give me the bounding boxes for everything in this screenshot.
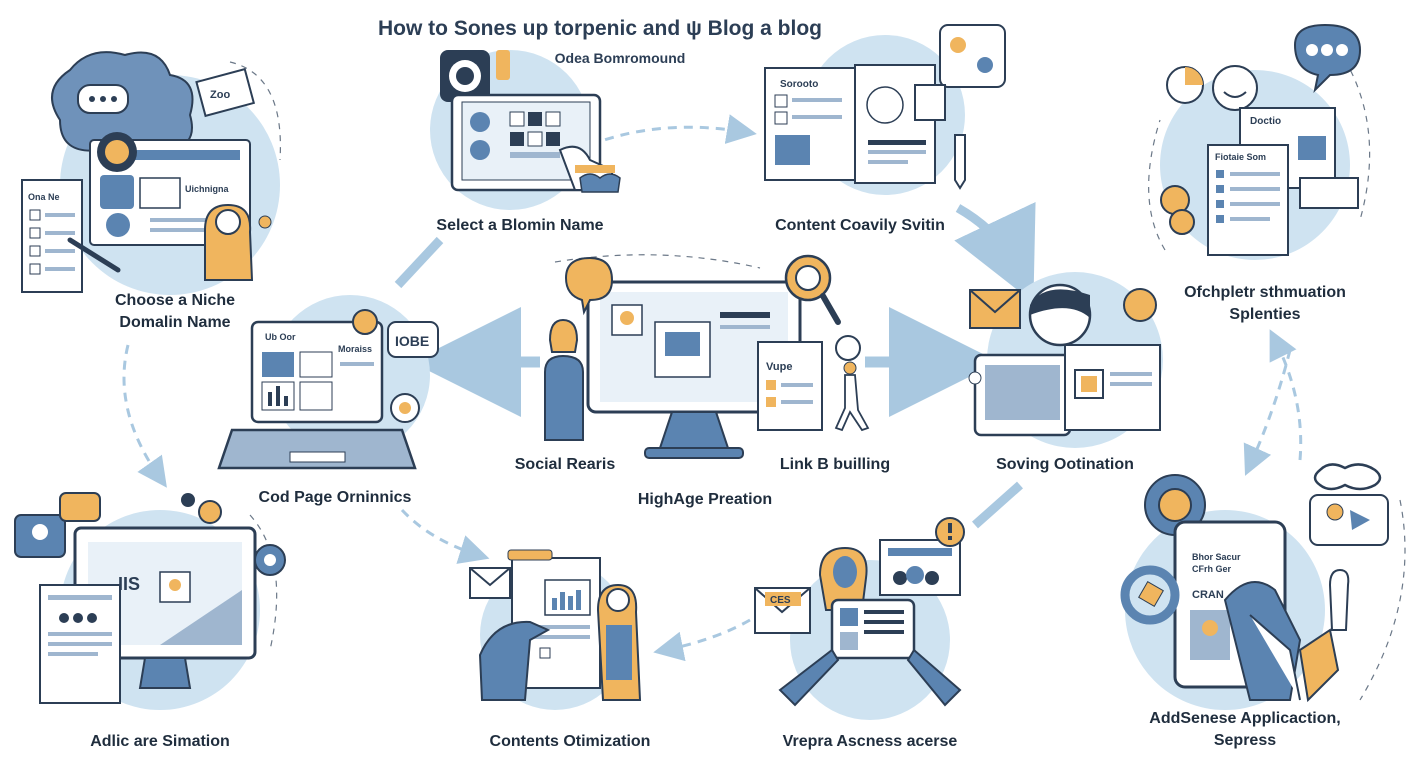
- soving-lightbulb-icon: [1123, 288, 1157, 322]
- contents-pointing-hand: [478, 620, 551, 701]
- adsense-link-chain-icon: [1313, 463, 1382, 491]
- node-choose-niche: Uichnigna Ona Ne Zoo: [21, 51, 280, 295]
- content-doc-header: Sorooto: [780, 79, 818, 90]
- node-cod-page: Ub Oor Moraiss IOBE: [217, 295, 439, 470]
- label-cod-page: Cod Page Orninnics: [220, 487, 450, 509]
- label-content-creation: Content Coavily Svitin: [740, 215, 980, 237]
- label-contents-optimization-line-1: Contents Otimization: [489, 733, 651, 750]
- binoculars-icon: [579, 173, 621, 193]
- arrow-soving-to-vrep: [972, 481, 1023, 529]
- chat-bubble-icon: [1293, 23, 1362, 94]
- user-badge-icon: [835, 335, 861, 361]
- label-social-line-1: Social Rearis: [514, 456, 616, 473]
- hammer-bubble-icon: [564, 256, 614, 316]
- arrow-domain-to-content: [589, 114, 757, 147]
- smile-bubble-icon: [1212, 65, 1258, 111]
- diagram-title: How to Sones up torpenic and ψ Blog a bl…: [378, 17, 822, 40]
- adsense-chat-card: [1309, 494, 1389, 546]
- node-vreprar: CES: [754, 517, 965, 720]
- niche-checklist: [21, 179, 83, 293]
- label-choose-niche-line-1: Choose a Niche: [114, 292, 236, 309]
- node-center-hub: Vupe: [544, 254, 870, 459]
- io-bubble: [387, 321, 439, 358]
- label-select-domain: Select a Blomin Name: [400, 215, 640, 237]
- adsense-receipt-icon: [1298, 628, 1340, 703]
- center-monitor-stand: [658, 411, 730, 449]
- label-social: Social Rearis: [480, 454, 650, 476]
- center-panel-text: Vupe: [766, 361, 793, 373]
- label-vreprar-line-1: Vrepra Ascness acerse: [782, 733, 958, 750]
- node-soving: [968, 272, 1163, 448]
- adsense-person-figure: [1328, 568, 1350, 631]
- adsense-arrow-ring-icon: [1120, 565, 1180, 625]
- arrow-niche-to-adlic: [122, 344, 167, 488]
- orange-dot-icon: [258, 215, 272, 229]
- label-vreprar: Vrepra Ascness acerse: [740, 731, 1000, 753]
- label-content-creation-line-1: Content Coavily Svitin: [775, 217, 945, 234]
- connectors: [122, 114, 1303, 662]
- arrow-cod-to-contents: [400, 508, 490, 564]
- pencil-icon: [954, 134, 966, 190]
- label-high-age: HighAge Preation: [590, 489, 820, 511]
- laptop-right-text: Moraiss: [338, 344, 372, 354]
- label-link-building-line-1: Link B builling: [779, 456, 891, 473]
- niche-note-text: Zoo: [210, 89, 230, 101]
- vrep-hands: [778, 648, 962, 707]
- adsense-tablet-text-2: CFrh Ger: [1192, 564, 1232, 574]
- niche-list-text: Ona Ne: [28, 192, 60, 202]
- adlic-monitor-stand: [138, 657, 192, 689]
- label-adsense-line-2: Sepress: [1213, 732, 1277, 749]
- label-soving-line-1: Soving Ootination: [996, 456, 1134, 473]
- walking-person-figure: [834, 374, 870, 432]
- content-document-front: [854, 64, 936, 184]
- label-adlic-line-1: Adlic are Simation: [90, 733, 230, 750]
- bubble-text: IOBE: [395, 333, 429, 349]
- content-lock-app: [939, 24, 1006, 88]
- laptop-left-text: Ub Oor: [265, 332, 296, 342]
- label-link-building: Link B builling: [740, 454, 930, 476]
- laptop-keyboard: [217, 428, 417, 470]
- node-content-creation: Sorooto: [764, 24, 1006, 195]
- diagram-subtitle: Odea Bomromound: [554, 50, 686, 66]
- label-ofchplet: Ofchpletr sthmuation Splenties: [1150, 282, 1380, 326]
- label-ofchplet-line-2: Splenties: [1229, 306, 1301, 323]
- label-adsense-line-1: AddSenese Applicaction,: [1149, 710, 1341, 727]
- adsense-tablet-text-1: Bhor Sacur: [1192, 552, 1241, 562]
- arrow-content-to-soving: [954, 201, 1036, 303]
- label-select-domain-line-1: Select a Blomin Name: [436, 217, 604, 234]
- label-ofchplet-line-1: Ofchpletr sthmuation: [1184, 284, 1346, 301]
- lock-badge-icon: [352, 309, 378, 335]
- arrow-ofch-to-adsense: [1243, 349, 1292, 476]
- adsense-tablet-text-3: CRAN: [1192, 589, 1224, 601]
- pen-icon: [67, 237, 121, 273]
- niche-screen-text: Uichnigna: [185, 184, 229, 194]
- ofch-doc-header: Doctio: [1250, 116, 1281, 127]
- label-contents-optimization: Contents Otimization: [450, 731, 690, 753]
- label-choose-niche: Choose a Niche Domalin Name: [70, 290, 280, 334]
- adlic-badge-text: IIS: [118, 574, 140, 594]
- bulb-person-figure: [548, 318, 579, 353]
- label-cod-page-line-1: Cod Page Orninnics: [258, 489, 412, 506]
- node-contents-optimization: [469, 549, 642, 710]
- label-adsense: AddSenese Applicaction, Sepress: [1110, 708, 1380, 752]
- node-adlic: IIS: [14, 492, 286, 710]
- node-select-domain: [430, 50, 621, 210]
- arrow-to-niche: [394, 236, 444, 289]
- label-high-age-line-1: HighAge Preation: [637, 491, 773, 508]
- node-adsense: Bhor Sacur CFrh Ger CRAN: [1120, 463, 1389, 710]
- ofch-form-header: Fiotaie Som: [1215, 152, 1266, 162]
- vrep-envelope-text: CES: [770, 595, 791, 606]
- label-adlic: Adlic are Simation: [45, 731, 275, 753]
- adlic-tag-icon: [59, 492, 101, 522]
- arrow-vrep-to-contents: [653, 618, 751, 662]
- label-soving: Soving Ootination: [960, 454, 1170, 476]
- node-ofchplet: Doctio Fiotaie Som: [1160, 23, 1362, 260]
- sticky-note-icon: [195, 67, 256, 118]
- label-choose-niche-line-2: Domalin Name: [119, 314, 231, 331]
